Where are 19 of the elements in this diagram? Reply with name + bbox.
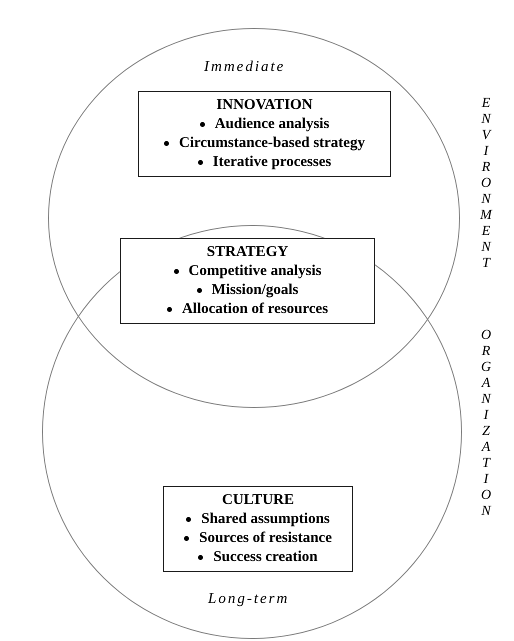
circle-label: Long-term: [208, 591, 290, 608]
bullet-item: Circumstance-based strategy: [179, 134, 365, 153]
bullet-item: Shared assumptions: [201, 510, 330, 529]
text-box: [120, 238, 375, 324]
bullet-item: Allocation of resources: [182, 300, 328, 319]
bullet-item: Audience analysis: [214, 115, 330, 134]
vertical-label: ORGANIZATION: [480, 328, 492, 520]
bullet-item: Iterative processes: [212, 153, 332, 172]
bullet-item: Success creation: [213, 548, 318, 567]
circle-label: Immediate: [204, 59, 286, 76]
text-box: [163, 486, 353, 572]
box-heading: STRATEGY: [206, 243, 290, 262]
bullet-item: Sources of resistance: [199, 529, 332, 548]
bullet-item: Mission/goals: [212, 281, 298, 300]
box-heading: INNOVATION: [215, 96, 314, 115]
box-heading: CULTURE: [221, 491, 295, 510]
text-box: [138, 91, 391, 177]
vertical-label: ENVIRONMENT: [480, 96, 492, 272]
bullet-item: Competitive analysis: [188, 262, 322, 281]
